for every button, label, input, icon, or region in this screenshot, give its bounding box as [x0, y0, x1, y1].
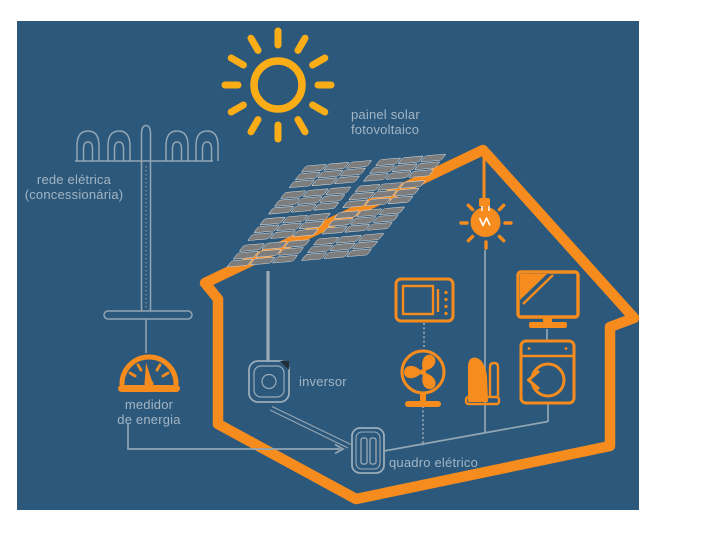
power-grid-icon: [75, 124, 219, 353]
inverter-dial: [261, 373, 277, 390]
washing-machine-icon: [519, 339, 576, 405]
solar-panel-label-line1: painel solar: [351, 107, 420, 122]
wiring-under: [266, 250, 549, 452]
bulb-filament-leads: [481, 206, 490, 211]
solar-panel-cells: [227, 153, 446, 268]
meter-label-line2: de energia: [117, 412, 181, 428]
wire-inverter-panelboard-1: [271, 405, 352, 446]
microwave-icon: [394, 277, 455, 323]
energy-meter-icon: [118, 354, 180, 392]
solar-panel: [227, 153, 446, 268]
inverter-corner-fold: [280, 361, 289, 370]
washer-door-latch: [527, 369, 540, 391]
iron-slot: [488, 361, 500, 396]
panelboard-body: [351, 427, 385, 474]
wire-inverter-panelboard-2: [269, 409, 349, 449]
meter-needle: [144, 362, 153, 384]
tv-glare-line: [522, 274, 554, 305]
grid-label-line2: (concessionária): [24, 187, 124, 203]
house-outline: [199, 144, 640, 505]
panelboard-label: quadro elétrico: [389, 455, 478, 470]
sun-disc: [250, 57, 306, 113]
panelboard-inner: [355, 431, 381, 470]
panelboard-breaker-1: [360, 437, 368, 465]
bulb-rays: [459, 203, 513, 250]
insulators: [76, 130, 219, 161]
tv-base: [529, 322, 567, 328]
sun-rays: [221, 27, 335, 143]
bulb-socket: [479, 198, 490, 207]
fan-base: [405, 401, 441, 407]
pole-terminal-bar: [103, 310, 193, 320]
electrical-panel-icon: [351, 427, 385, 474]
fan-blades: [401, 354, 439, 392]
sun-icon: [221, 27, 335, 143]
panelboard-breaker-2: [369, 437, 377, 465]
tv-stem: [543, 317, 552, 322]
meter-base: [118, 385, 180, 392]
meter-dial: [119, 354, 179, 387]
tv-glare-fold: [520, 274, 547, 300]
inverter-inner: [253, 365, 285, 398]
washer-body: [519, 339, 576, 405]
iron-icon: [464, 357, 501, 406]
iron-soleplate: [464, 395, 501, 406]
meter-label-line1: medidor: [124, 397, 174, 412]
washer-knob-right: [564, 347, 568, 350]
microwave-buttons: [444, 290, 448, 316]
wire-right-bus: [383, 420, 549, 452]
wire-meter-bus: [127, 424, 340, 450]
wiring-over: [127, 424, 345, 455]
microwave-door: [401, 284, 435, 316]
washer-knob-left: [527, 347, 531, 350]
inverter-label: inversor: [299, 374, 347, 389]
grid-label: rede elétrica (concessionária): [18, 172, 130, 202]
wire-arrowhead: [334, 443, 345, 455]
meter-label: medidor de energia: [96, 397, 202, 427]
solar-panel-label: painel solar fotovoltaico: [351, 107, 461, 137]
inverter-icon: [248, 360, 290, 403]
pole-top: [140, 124, 152, 161]
inverter-body: [248, 360, 290, 403]
solar-panel-label-line2: fotovoltaico: [351, 122, 420, 138]
grid-label-line1: rede elétrica: [36, 172, 112, 187]
microwave-body: [394, 277, 455, 323]
fan-hub: [420, 369, 426, 375]
background-panel: [17, 21, 639, 510]
fan-icon: [400, 349, 446, 407]
meter-ticks: [128, 363, 170, 378]
tv-icon: [516, 270, 580, 328]
bulb-filament: [478, 217, 491, 227]
fan-stem: [420, 393, 426, 402]
light-bulb-icon: [459, 154, 513, 250]
iron-body: [468, 357, 488, 402]
